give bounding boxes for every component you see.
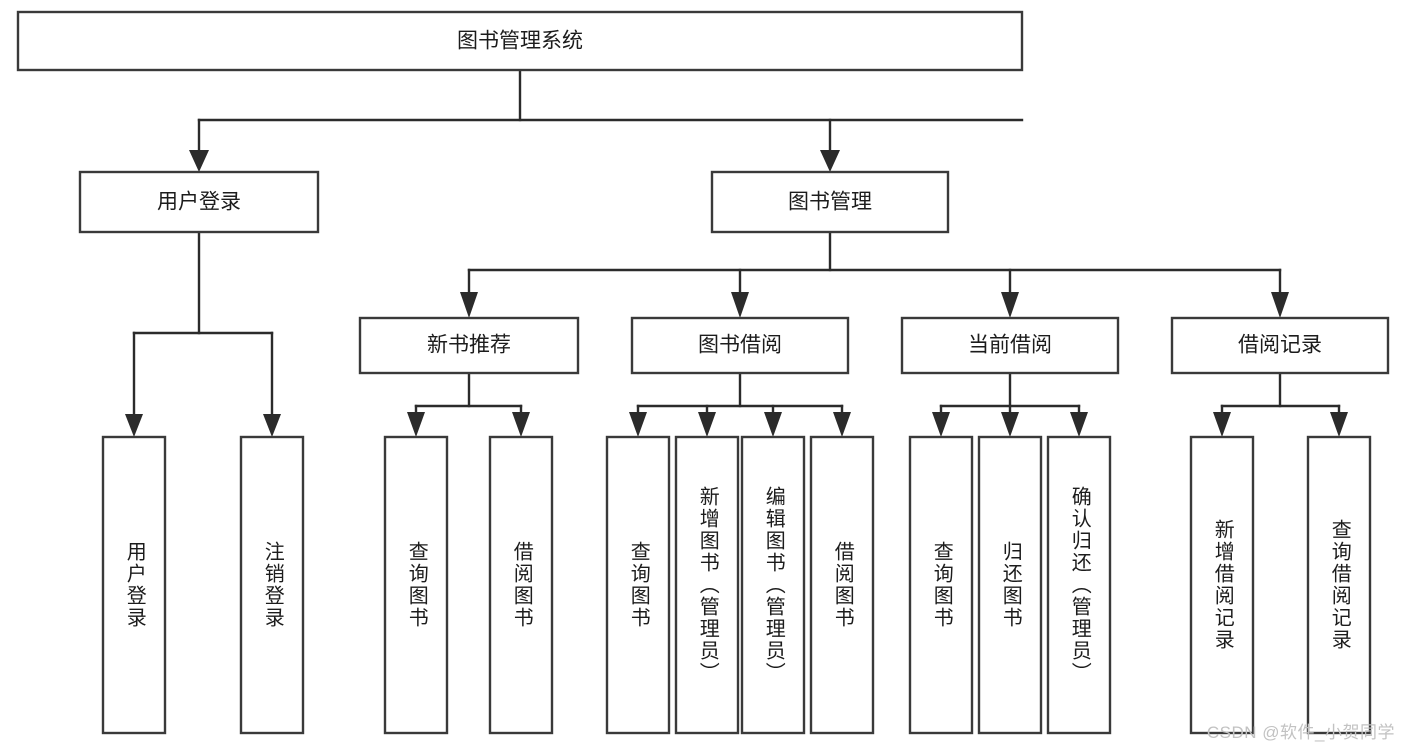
arrow-leaf-user-login <box>125 414 143 437</box>
leaf-borrow-book-1-box[interactable] <box>488 435 554 735</box>
node-book-borrow[interactable]: 图书借阅 <box>630 316 850 375</box>
user-login-box[interactable] <box>78 170 320 234</box>
borrow-record-box[interactable] <box>1170 316 1390 375</box>
leaf-borrow-book-2-box[interactable] <box>809 435 875 735</box>
arrow-to-book-manage <box>820 150 840 172</box>
new-book-recommend-box[interactable] <box>358 316 580 375</box>
leaf-return-book-box[interactable] <box>977 435 1043 735</box>
current-borrow-label: 当前借阅 <box>968 334 1052 357</box>
leaf-add-book-box[interactable] <box>674 435 740 735</box>
leaf-query-record-box[interactable] <box>1306 435 1372 735</box>
csdn-watermark: CSDN @软件_小贺同学 <box>1206 723 1395 742</box>
root-box[interactable] <box>16 10 1024 72</box>
node-new-book-recommend[interactable]: 新书推荐 <box>358 316 580 375</box>
edges-group <box>125 68 1348 437</box>
node-book-manage[interactable]: 图书管理 <box>710 170 950 234</box>
book-manage-label: 图书管理 <box>788 191 872 214</box>
arrow-leaf-edit-book <box>764 412 782 437</box>
arrow-leaf-query-book-3 <box>932 412 950 437</box>
book-borrow-label: 图书借阅 <box>698 334 782 357</box>
arrow-current-borrow <box>1001 292 1019 318</box>
arrow-leaf-confirm-return <box>1070 412 1088 437</box>
arrow-leaf-borrow-book-2 <box>833 412 851 437</box>
node-root[interactable]: 图书管理系统 <box>16 10 1024 72</box>
arrow-leaf-return-book <box>1001 412 1019 437</box>
arrow-book-borrow <box>731 292 749 318</box>
book-borrow-box[interactable] <box>630 316 850 375</box>
user-login-label: 用户登录 <box>157 191 241 214</box>
arrow-leaf-query-book-2 <box>629 412 647 437</box>
node-borrow-record[interactable]: 借阅记录 <box>1170 316 1390 375</box>
leaf-query-book-2-box[interactable] <box>605 435 671 735</box>
leaf-query-book-1-box[interactable] <box>383 435 449 735</box>
arrow-leaf-add-record <box>1213 412 1231 437</box>
arrow-leaf-query-book-1 <box>407 412 425 437</box>
node-current-borrow[interactable]: 当前借阅 <box>900 316 1120 375</box>
book-manage-box[interactable] <box>710 170 950 234</box>
arrow-leaf-borrow-book-1 <box>512 412 530 437</box>
leaf-add-record-box[interactable] <box>1189 435 1255 735</box>
leaf-user-login-box[interactable] <box>101 435 167 735</box>
root-label: 图书管理系统 <box>457 30 583 53</box>
leaf-boxes-group <box>101 435 1372 735</box>
arrow-to-user-login <box>189 150 209 172</box>
leaf-edit-book-box[interactable] <box>740 435 806 735</box>
arrow-borrow-record <box>1271 292 1289 318</box>
node-user-login[interactable]: 用户登录 <box>78 170 320 234</box>
arrow-leaf-query-record <box>1330 412 1348 437</box>
arrow-leaf-user-logout <box>263 414 281 437</box>
leaf-user-logout-box[interactable] <box>239 435 305 735</box>
leaf-query-book-3-box[interactable] <box>908 435 974 735</box>
current-borrow-box[interactable] <box>900 316 1120 375</box>
leaf-confirm-return-box[interactable] <box>1046 435 1112 735</box>
new-book-recommend-label: 新书推荐 <box>427 334 511 357</box>
arrow-new-book-recommend <box>460 292 478 318</box>
arrow-leaf-add-book <box>698 412 716 437</box>
borrow-record-label: 借阅记录 <box>1238 334 1322 357</box>
